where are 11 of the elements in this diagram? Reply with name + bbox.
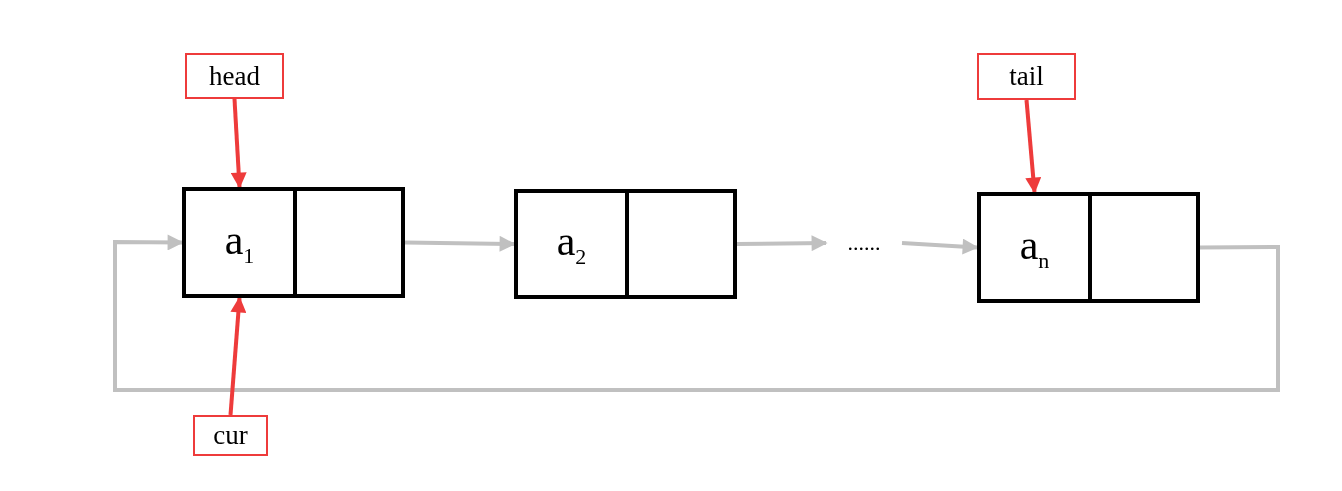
arrow [230, 98, 247, 189]
arrow [404, 235, 516, 252]
arrow [736, 235, 828, 252]
arrow [228, 296, 247, 416]
arrow [113, 234, 1280, 392]
ellipsis-text: ...... [826, 228, 902, 258]
arrow [901, 238, 979, 255]
pointer-label: head [185, 53, 284, 99]
arrow [1024, 99, 1042, 194]
pointer-label: cur [193, 415, 268, 456]
pointer-label: tail [977, 53, 1076, 100]
